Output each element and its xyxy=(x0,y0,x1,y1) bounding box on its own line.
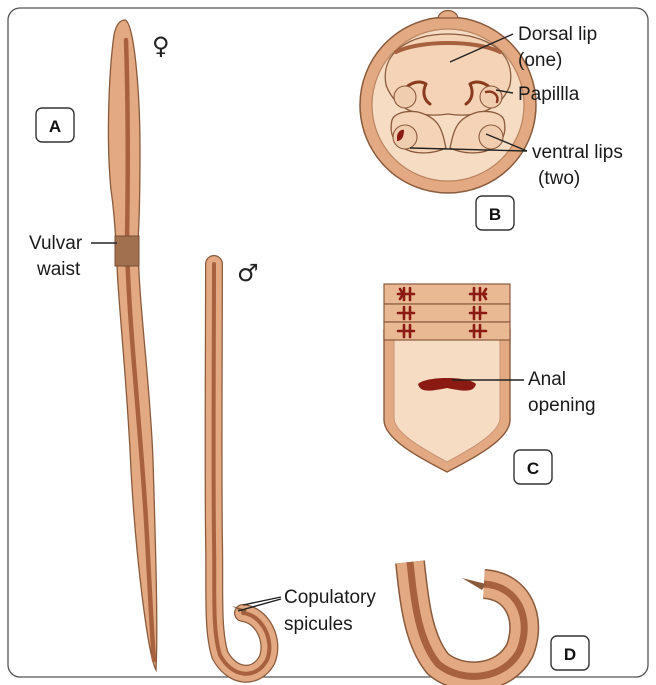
panel-d-label: D xyxy=(564,645,576,664)
anal-label-line1: Anal xyxy=(528,369,566,390)
panel-b-label: B xyxy=(489,205,501,224)
panel-a-label: A xyxy=(49,117,61,136)
anal-label-line2: opening xyxy=(528,395,596,416)
male-symbol: ♂ xyxy=(237,259,259,287)
ventral-lips-label-line2: (two) xyxy=(538,168,580,189)
copulatory-label-line1: Copulatory xyxy=(284,587,376,608)
vulvar-label-line1: Vulvar xyxy=(29,233,83,254)
dorsal-lip-label-line1: Dorsal lip xyxy=(518,24,597,45)
papilla-label: Papillla xyxy=(518,84,580,105)
dorsal-lip-label-line2: (one) xyxy=(518,50,562,71)
posterior-end xyxy=(384,284,510,472)
ventral-lips-label-line1: ventral lips xyxy=(532,142,623,163)
figure-frame xyxy=(8,8,648,677)
copulatory-label-line2: spicules xyxy=(284,614,353,635)
vulvar-waist-band xyxy=(115,236,139,266)
vulvar-label-line2: waist xyxy=(36,259,81,280)
female-symbol: ♀ xyxy=(152,32,170,60)
panel-c-label: C xyxy=(527,459,539,478)
